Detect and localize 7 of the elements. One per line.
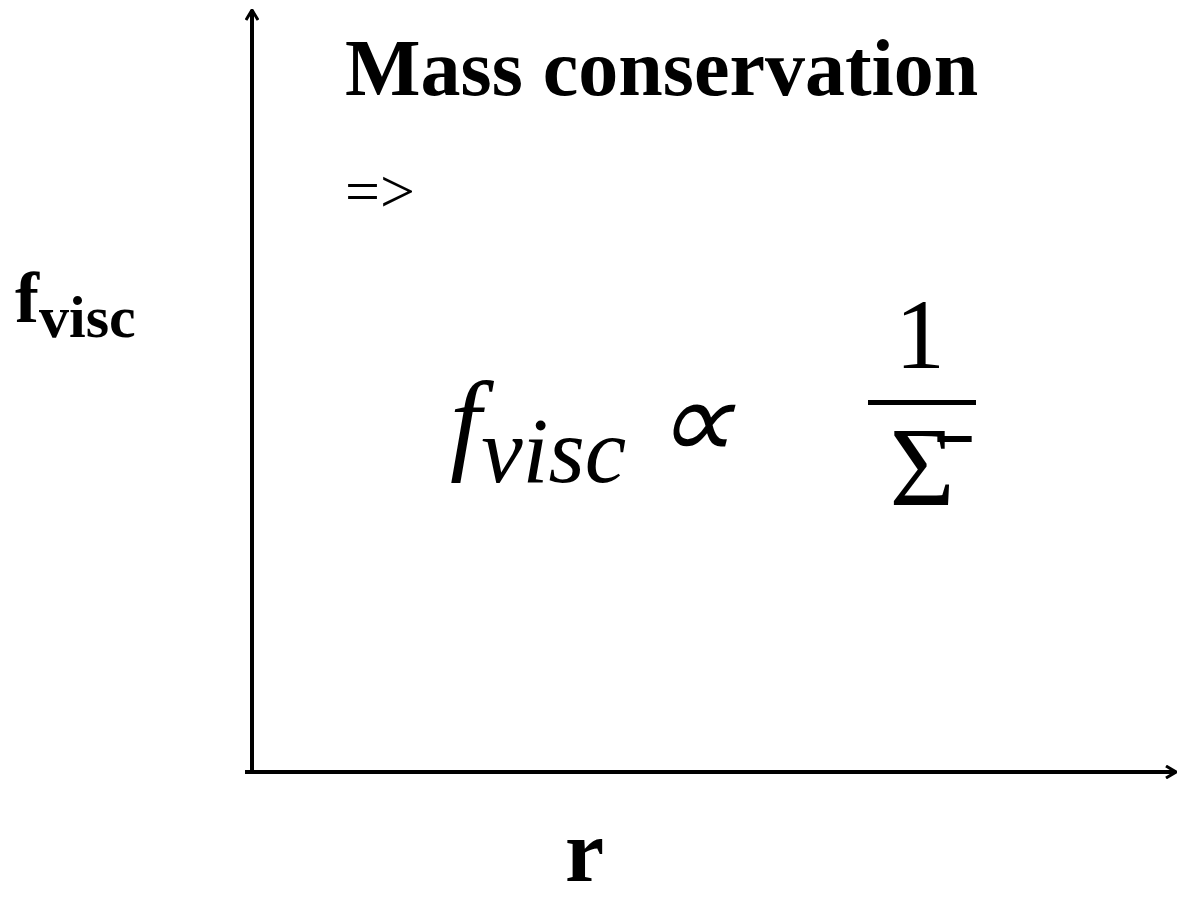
formula-term: f$_{visc}$ ∝ bbox=[450, 365, 735, 498]
fraction-denominator: Σ̄ bbox=[868, 400, 976, 523]
y-axis-label: f$_{visc}$ bbox=[15, 262, 136, 348]
implication-sign: => bbox=[345, 160, 415, 222]
fraction-numerator: 1 bbox=[895, 285, 945, 385]
x-axis-label: r bbox=[565, 808, 605, 896]
heading: Mass conservation bbox=[345, 28, 979, 108]
